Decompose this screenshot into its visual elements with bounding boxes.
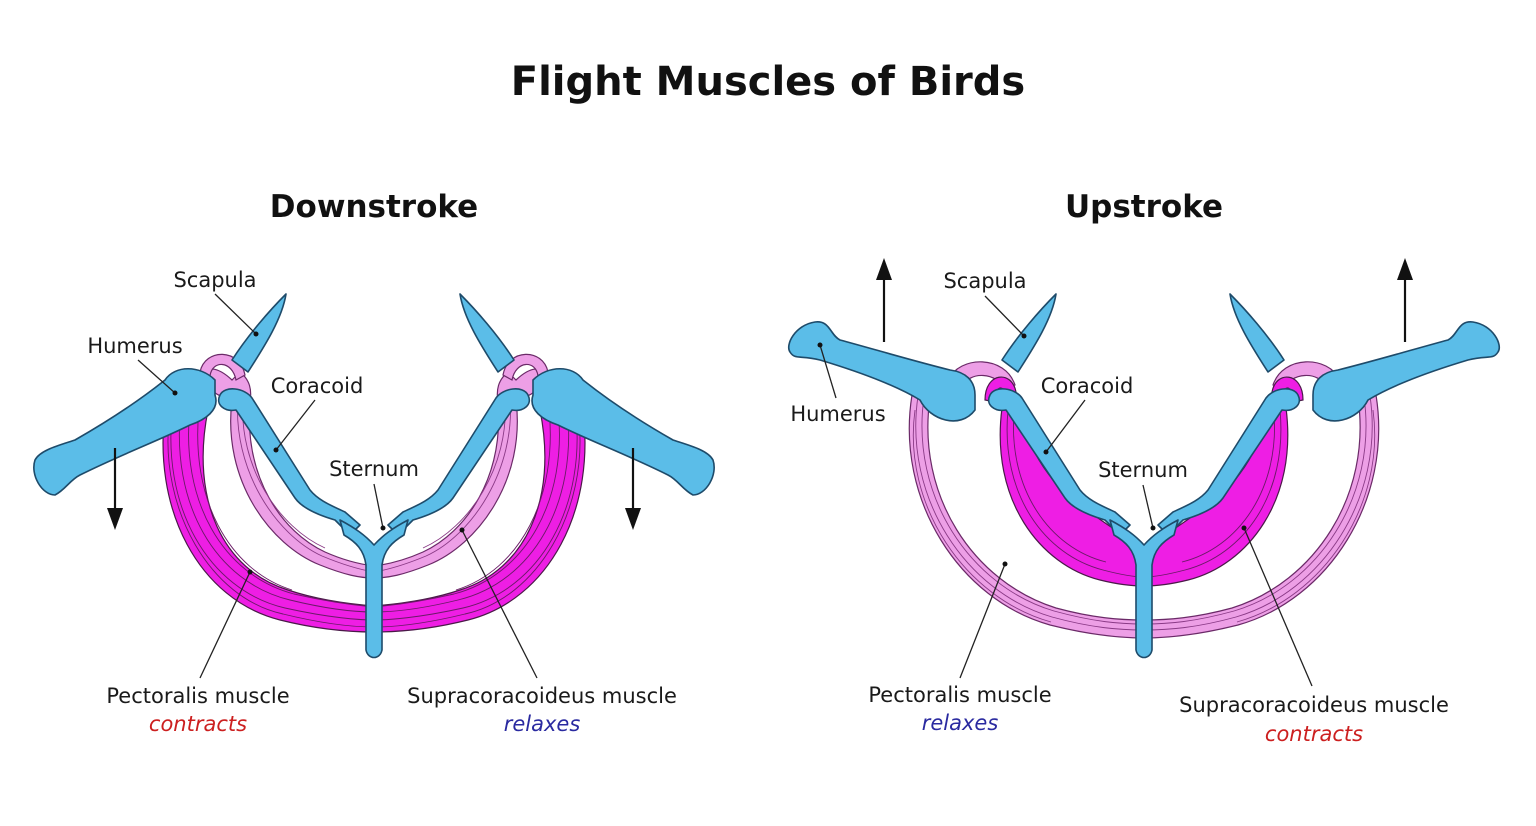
downstroke-scapula-label: Scapula bbox=[173, 268, 256, 292]
downstroke-panel: Downstroke bbox=[33, 189, 715, 736]
upstroke-arrow-right bbox=[1397, 258, 1413, 342]
upstroke-pectoralis-label: Pectoralis muscle bbox=[868, 683, 1051, 707]
upstroke-coracoid-label: Coracoid bbox=[1041, 374, 1134, 398]
upstroke-humerus-left bbox=[788, 321, 976, 422]
diagram-title: Flight Muscles of Birds bbox=[511, 59, 1025, 105]
downstroke-pectoralis-label: Pectoralis muscle bbox=[106, 684, 289, 708]
upstroke-pectoralis-muscle bbox=[908, 361, 1380, 639]
downstroke-coracoid-label: Coracoid bbox=[271, 374, 364, 398]
upstroke-humerus-label: Humerus bbox=[790, 402, 885, 426]
upstroke-scapula-left bbox=[1001, 293, 1057, 373]
upstroke-pectoralis-state: relaxes bbox=[922, 711, 999, 735]
upstroke-title: Upstroke bbox=[1065, 189, 1223, 225]
downstroke-pectoralis-state: contracts bbox=[149, 712, 247, 736]
downstroke-supracoracoideus-label: Supracoracoideus muscle bbox=[407, 684, 677, 708]
upstroke-scapula-label: Scapula bbox=[943, 269, 1026, 293]
downstroke-title: Downstroke bbox=[270, 189, 478, 225]
upstroke-scapula-right bbox=[1229, 293, 1285, 373]
downstroke-sternum-label: Sternum bbox=[329, 457, 419, 481]
downstroke-arrow-left bbox=[107, 448, 123, 530]
downstroke-supracoracoideus-state: relaxes bbox=[504, 712, 581, 736]
upstroke-supracoracoideus-state: contracts bbox=[1265, 722, 1363, 746]
downstroke-scapula-left bbox=[231, 293, 287, 373]
downstroke-scapula-right bbox=[459, 293, 515, 373]
upstroke-panel: Upstroke bbox=[788, 189, 1500, 746]
downstroke-humerus-label: Humerus bbox=[87, 334, 182, 358]
upstroke-sternum bbox=[1109, 519, 1179, 659]
downstroke-humerus-left bbox=[33, 368, 217, 496]
downstroke-arrow-right bbox=[625, 448, 641, 530]
downstroke-humerus-right bbox=[531, 368, 715, 496]
upstroke-arrow-left bbox=[876, 258, 892, 342]
upstroke-humerus-right bbox=[1312, 321, 1500, 422]
upstroke-supracoracoideus-label: Supracoracoideus muscle bbox=[1179, 693, 1449, 717]
upstroke-sternum-label: Sternum bbox=[1098, 458, 1188, 482]
downstroke-sternum bbox=[339, 519, 409, 659]
